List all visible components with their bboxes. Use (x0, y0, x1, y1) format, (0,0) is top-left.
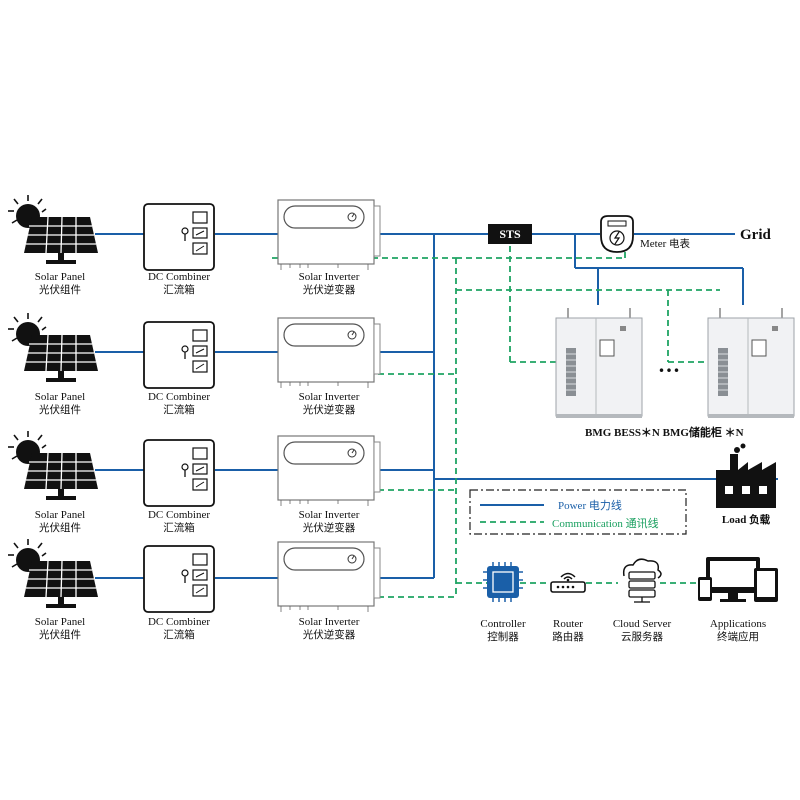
grid-label: Grid (740, 227, 771, 243)
router-icon (550, 572, 586, 593)
solar-inverter-icon (277, 435, 381, 507)
solar-panel-icon (7, 312, 99, 383)
sts-box (488, 224, 532, 244)
factory-load-icon (716, 443, 776, 508)
bess-label: BMG BESS＊N BMG储能柜 ＊N (585, 426, 744, 439)
dc-combiner-icon (143, 545, 215, 613)
dc-combiner-icon (143, 203, 215, 271)
bess-ellipsis: ... (658, 352, 682, 377)
solar-inverter-icon (277, 199, 381, 271)
sts-label: STS (499, 227, 521, 241)
solar-panel-icon (7, 430, 99, 501)
meter-label: Meter 电表 (640, 238, 691, 250)
cloud-server-icon (622, 558, 662, 603)
legend-power-label: Power 电力线 (558, 499, 622, 512)
solar-inverter-icon (277, 541, 381, 613)
controller-chip-icon (483, 562, 523, 602)
dc-combiner-icon (143, 439, 215, 507)
solar-inverter-icon (277, 317, 381, 389)
legend-box (469, 489, 687, 535)
solar-panel-icon (7, 538, 99, 609)
load-label: Load 负载 (721, 514, 771, 526)
bess-cabinet-icon (707, 307, 795, 419)
meter-icon (600, 215, 634, 253)
dc-combiner-icon (143, 321, 215, 389)
bess-cabinet-icon (555, 307, 643, 419)
applications-devices-icon (698, 557, 778, 602)
solar-panel-icon (7, 194, 99, 265)
legend-comm-label: Communication 通讯线 (552, 517, 659, 530)
